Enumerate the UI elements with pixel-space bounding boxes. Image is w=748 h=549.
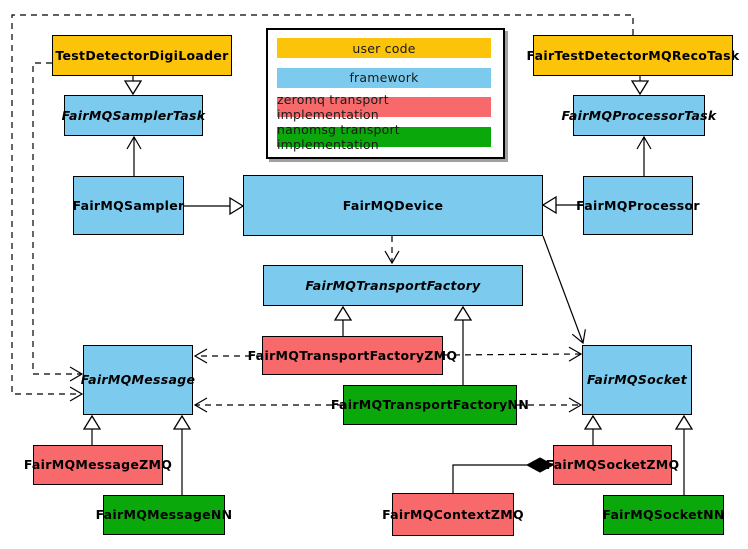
legend-item-nanomsg: nanomsg transport implementation <box>277 122 491 152</box>
edge-device-to-socket <box>542 235 586 345</box>
edge-transportfactoryzmq-to-socket <box>442 346 583 362</box>
class-box-fairmqsampler: FairMQSampler <box>73 176 184 235</box>
legend-item-zeromq: zeromq transport implementation <box>277 92 491 122</box>
class-box-fairmqtransportfactory: FairMQTransportFactory <box>263 265 523 306</box>
class-box-fairmqprocessor: FairMQProcessor <box>576 176 700 235</box>
class-box-fairmqdevice: FairMQDevice <box>243 175 543 236</box>
class-box-fairmqmessagenn: FairMQMessageNN <box>96 495 232 535</box>
class-box-fairtestdetectormqrecotask: FairTestDetectorMQRecoTask <box>527 35 739 76</box>
class-box-fairmqsocket: FairMQSocket <box>582 345 692 415</box>
edge-digiloader-to-message <box>32 62 84 382</box>
class-box-fairmqsocketnn: FairMQSocketNN <box>602 495 724 535</box>
class-box-fairmqsocketzmq: FairMQSocketZMQ <box>546 445 679 485</box>
class-box-fairmqsamplertask: FairMQSamplerTask <box>62 95 205 136</box>
class-box-fairmqprocessortask: FairMQProcessorTask <box>561 95 716 136</box>
edge-contextzmq-to-socketzmq <box>452 464 527 493</box>
class-box-fairmqtransportfactoryzmq: FairMQTransportFactoryZMQ <box>248 336 457 375</box>
legend: user code framework zeromq transport imp… <box>266 28 505 159</box>
legend-item-framework: framework <box>277 67 491 88</box>
class-box-fairmqcontextzmq: FairMQContextZMQ <box>382 493 524 536</box>
class-box-fairmqmessagezmq: FairMQMessageZMQ <box>24 445 172 485</box>
class-box-testdetectordigiloader: TestDetectorDigiLoader <box>52 35 232 76</box>
class-box-fairmqtransportfactorynn: FairMQTransportFactoryNN <box>331 385 529 425</box>
legend-item-user-code: user code <box>277 38 491 58</box>
class-box-fairmqmessage: FairMQMessage <box>81 345 195 415</box>
edge-recotask-to-message <box>11 14 634 402</box>
